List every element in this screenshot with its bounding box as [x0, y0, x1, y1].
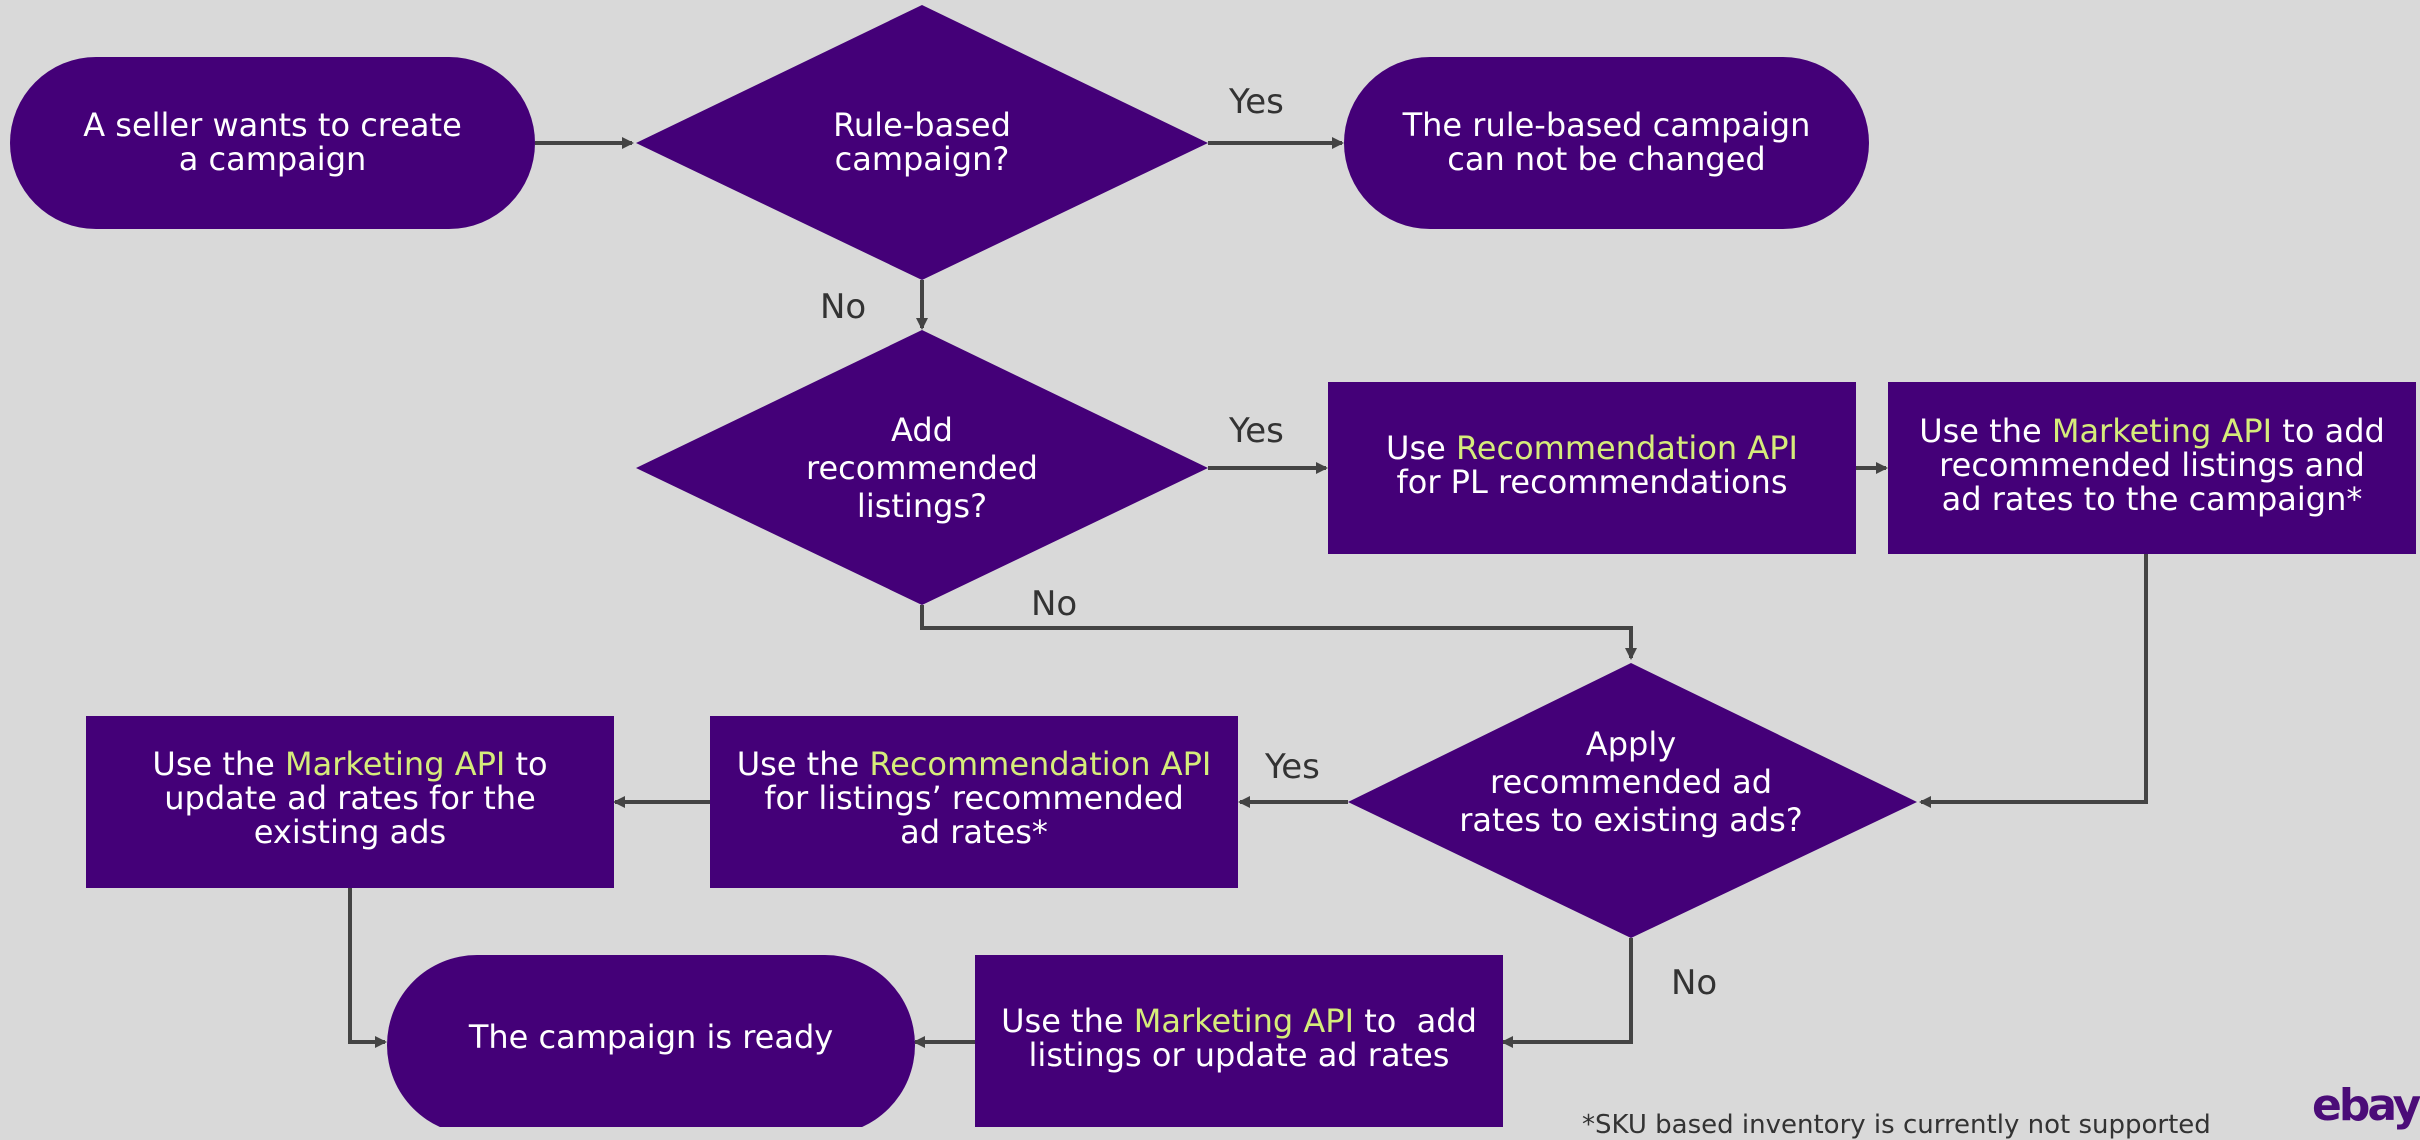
- edge-label-yes-apply-rates: Yes: [1265, 747, 1320, 787]
- node-marketing-add-listings: [975, 955, 1503, 1127]
- marketing-add-label: Use the Marketing API to add recommended…: [1919, 412, 2385, 518]
- edge-label-no-add-recommended: No: [1031, 584, 1078, 624]
- rule-based-label: Rule-based campaign?: [833, 106, 1011, 178]
- decision-add-recommended: [636, 330, 1208, 605]
- footnote: *SKU based inventory is currently not su…: [1582, 1110, 2211, 1140]
- marketing-add-listings-label: Use the Marketing API to add listings or…: [1001, 1002, 1477, 1074]
- marketing-update-label: Use the Marketing API to update ad rates…: [152, 745, 548, 851]
- arrow-add-recommended-no: [920, 605, 1637, 660]
- recommendation-api-highlight: Recommendation API: [1455, 429, 1798, 467]
- ebay-logo: ebay: [2312, 1080, 2420, 1131]
- decision-apply-rates: [1348, 663, 1917, 938]
- marketing-api-highlight: Marketing API: [285, 745, 506, 783]
- cannot-change-label: The rule-based campaign can not be chang…: [1402, 106, 1811, 178]
- arrow-marketing-update-to-ready: [348, 888, 387, 1048]
- edge-label-no-apply-rates: No: [1671, 963, 1718, 1003]
- edge-label-yes-rule-based: Yes: [1229, 82, 1284, 122]
- node-use-reco-pl: [1328, 382, 1856, 554]
- ready-label: The campaign is ready: [468, 1018, 834, 1056]
- node-marketing-update: [86, 716, 614, 888]
- node-use-reco-rates: [710, 716, 1238, 888]
- arrow-apply-no: [1501, 938, 1633, 1048]
- node-ready: [387, 955, 915, 1127]
- arrow-marketing-add-to-apply: [1919, 553, 2148, 808]
- apply-rates-label: Apply recommended ad rates to existing a…: [1459, 725, 1803, 839]
- node-cannot-change: [1344, 57, 1869, 229]
- recommendation-api-highlight: Recommendation API: [869, 745, 1212, 783]
- marketing-api-highlight: Marketing API: [2051, 412, 2273, 450]
- use-reco-pl-label: Use Recommendation API for PL recommenda…: [1386, 429, 1798, 501]
- edge-label-yes-add-recommended: Yes: [1229, 411, 1284, 451]
- add-recommended-label: Add recommended listings?: [806, 411, 1038, 525]
- edge-label-no-rule-based: No: [820, 287, 867, 327]
- start-label: A seller wants to create a campaign: [83, 106, 462, 178]
- use-reco-rates-label: Use the Recommendation API for listings’…: [736, 745, 1212, 851]
- marketing-api-highlight: Marketing API: [1133, 1002, 1355, 1040]
- node-marketing-add: [1888, 382, 2416, 554]
- node-start: [10, 57, 535, 229]
- decision-rule-based: [636, 5, 1208, 280]
